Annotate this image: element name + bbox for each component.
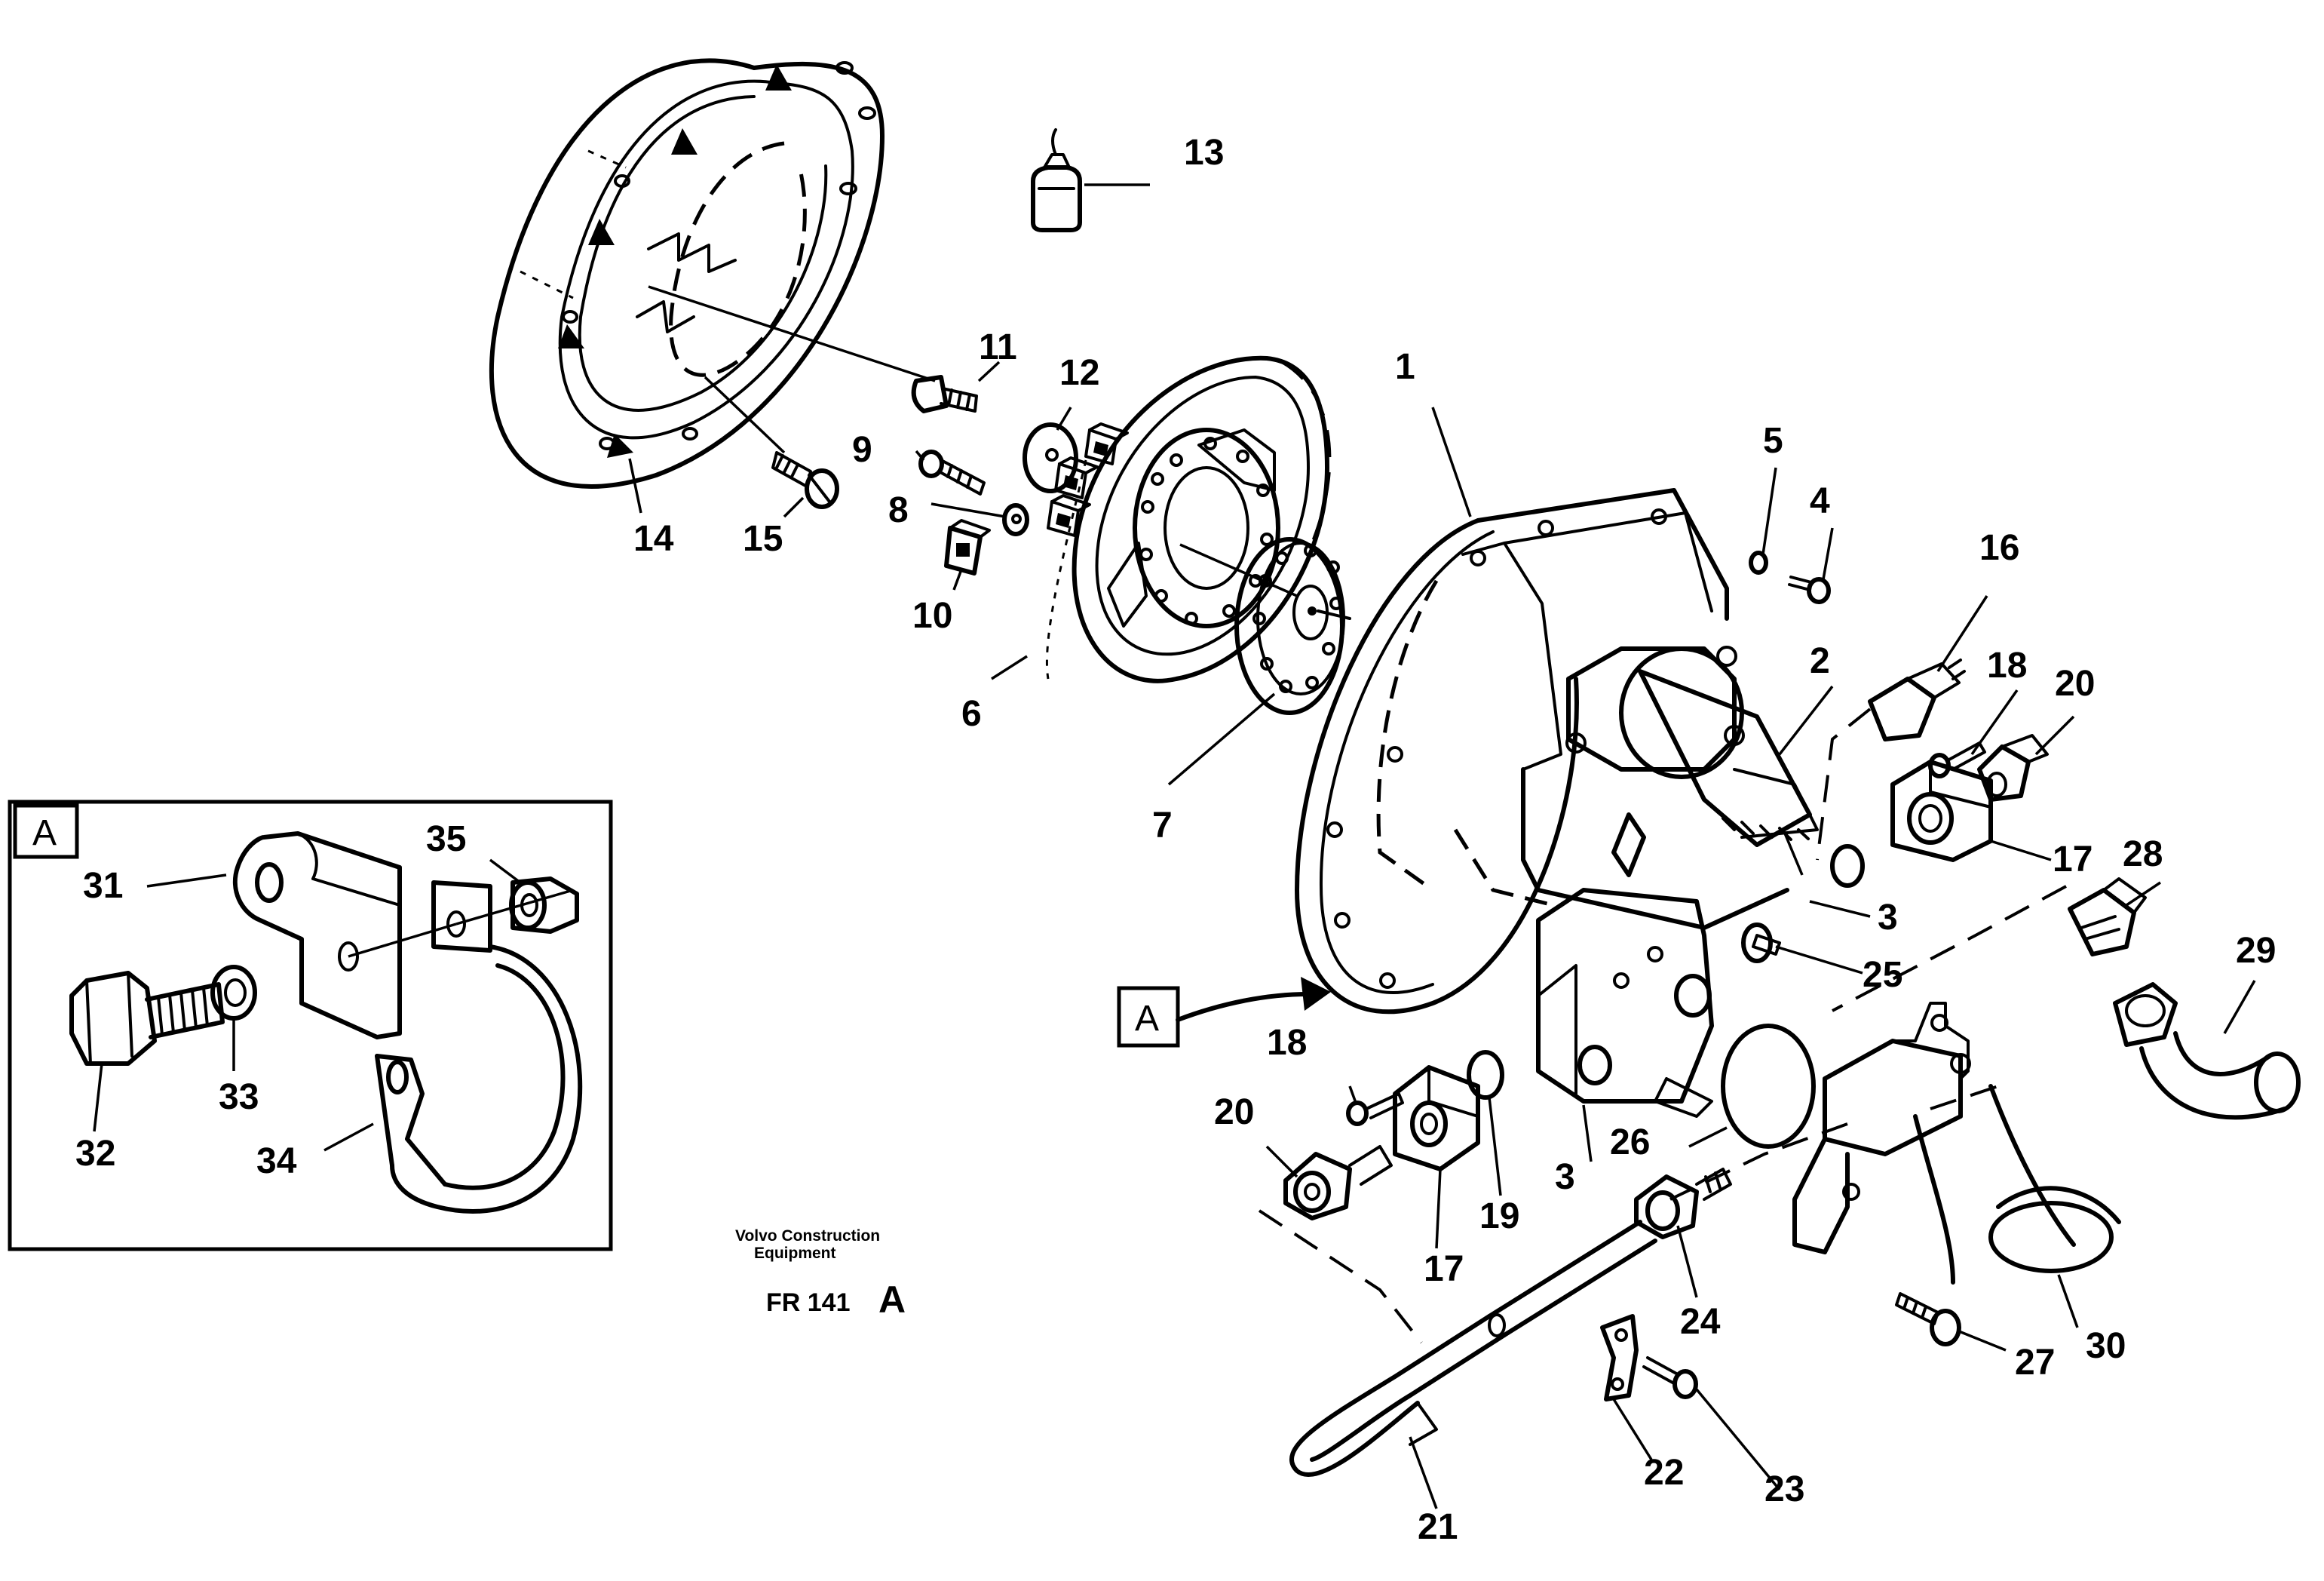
dash-line-20 bbox=[1258, 1209, 1423, 1344]
callout-3-lower: 3 bbox=[1555, 1157, 1575, 1197]
callout-20-lower: 20 bbox=[1214, 1092, 1254, 1132]
publisher-line-2: Equipment bbox=[754, 1245, 836, 1262]
callout-34: 34 bbox=[256, 1141, 297, 1181]
flange-17-lower-part bbox=[1393, 1065, 1480, 1171]
adapter-28-part bbox=[2068, 877, 2147, 956]
callout-18-upper: 18 bbox=[1987, 646, 2027, 686]
flex-plate-part bbox=[1045, 355, 1332, 683]
figure-suffix: A bbox=[878, 1279, 906, 1321]
callout-35: 35 bbox=[426, 819, 466, 859]
publisher-line-1: Volvo Construction bbox=[735, 1227, 880, 1245]
bolt-11-part bbox=[911, 375, 978, 413]
elbow-hose-29-part bbox=[2113, 982, 2301, 1120]
callout-32: 32 bbox=[75, 1134, 115, 1174]
hub-part bbox=[1234, 537, 1351, 715]
washer-33-part bbox=[210, 965, 257, 1021]
hose-21-part bbox=[1289, 1220, 1657, 1477]
callout-12: 12 bbox=[1059, 353, 1099, 393]
callout-4: 4 bbox=[1810, 481, 1830, 521]
callout-24: 24 bbox=[1680, 1302, 1721, 1342]
callout-19: 19 bbox=[1479, 1196, 1519, 1236]
callout-labels: 1 2 3 3 4 5 6 7 8 9 10 11 12 13 14 15 16… bbox=[75, 133, 2276, 1547]
callout-29: 29 bbox=[2236, 931, 2276, 971]
washer-5-part bbox=[1749, 551, 1768, 575]
view-marker-letter: A bbox=[1135, 999, 1159, 1039]
locking-fluid-bottle-part bbox=[1031, 128, 1082, 232]
washer-8-part bbox=[1002, 503, 1029, 536]
callout-10: 10 bbox=[912, 596, 952, 636]
detail-inset-a bbox=[8, 800, 613, 1251]
clamp-34-part bbox=[375, 944, 583, 1214]
callout-16: 16 bbox=[1979, 528, 2019, 568]
bracket-30-part bbox=[1792, 1002, 2121, 1285]
callout-33: 33 bbox=[219, 1077, 259, 1117]
bolt-4-part bbox=[1788, 576, 1831, 604]
union-20-lower-part bbox=[1283, 1145, 1393, 1220]
dash-line-28 bbox=[1832, 885, 2067, 1012]
dash-line-24 bbox=[1669, 1122, 1848, 1201]
lock-plate-10-part bbox=[944, 519, 991, 576]
fitting-16-part bbox=[1868, 658, 1966, 741]
callout-7: 7 bbox=[1152, 806, 1173, 846]
callout-30: 30 bbox=[2086, 1326, 2126, 1366]
axis-line-11 bbox=[648, 285, 936, 382]
view-marker-a bbox=[1117, 977, 1331, 1048]
detail-box-letter: A bbox=[32, 813, 57, 853]
nut-35-part bbox=[431, 876, 579, 953]
callout-3-upper: 3 bbox=[1878, 898, 1898, 938]
callout-15: 15 bbox=[743, 519, 783, 559]
callout-2: 2 bbox=[1810, 641, 1830, 681]
callout-31: 31 bbox=[83, 866, 123, 906]
washer-12-part bbox=[1022, 422, 1078, 493]
callout-8: 8 bbox=[888, 490, 909, 530]
union-24-part bbox=[1634, 1168, 1732, 1239]
callout-17-lower: 17 bbox=[1424, 1249, 1464, 1289]
callout-6: 6 bbox=[961, 694, 982, 734]
o-ring-26-part bbox=[1721, 1024, 1816, 1149]
transmission-housing-part bbox=[1295, 488, 1819, 1118]
bolt-18-lower-part bbox=[1346, 1092, 1404, 1126]
leader-lines bbox=[628, 183, 2256, 1509]
callout-5: 5 bbox=[1763, 421, 1783, 461]
callout-23: 23 bbox=[1764, 1469, 1804, 1509]
callout-21: 21 bbox=[1418, 1507, 1458, 1547]
bolt-15-part bbox=[771, 451, 839, 509]
callout-22: 22 bbox=[1644, 1453, 1684, 1493]
callout-11: 11 bbox=[979, 327, 1017, 367]
callout-25: 25 bbox=[1863, 955, 1902, 995]
callout-13: 13 bbox=[1184, 133, 1224, 173]
bolt-25-part bbox=[1752, 934, 1781, 956]
bolt-23-part bbox=[1642, 1356, 1698, 1399]
axis-line-15 bbox=[704, 376, 786, 454]
callout-18-lower: 18 bbox=[1267, 1023, 1307, 1063]
o-ring-3-upper-part bbox=[1830, 844, 1865, 888]
callout-28: 28 bbox=[2123, 834, 2163, 874]
callout-1: 1 bbox=[1395, 347, 1415, 387]
callout-17-upper: 17 bbox=[2053, 840, 2093, 880]
flywheel-housing-part bbox=[489, 58, 885, 489]
bracket-31-part bbox=[232, 831, 402, 1039]
callout-27: 27 bbox=[2015, 1343, 2055, 1383]
bolt-32-part bbox=[69, 971, 225, 1066]
figure-code: FR 141 bbox=[766, 1288, 851, 1317]
bolt-9-part bbox=[918, 450, 986, 496]
o-ring-19-part bbox=[1467, 1050, 1504, 1100]
bolt-27-part bbox=[1895, 1292, 1961, 1346]
callout-26: 26 bbox=[1610, 1122, 1650, 1162]
dash-line-30 bbox=[1930, 1085, 1999, 1110]
callout-20-upper: 20 bbox=[2055, 664, 2095, 704]
callout-9: 9 bbox=[852, 430, 872, 470]
clamp-22-part bbox=[1600, 1314, 1639, 1401]
dash-line-16 bbox=[1816, 708, 1872, 861]
axis-line-hub bbox=[1179, 543, 1298, 597]
callout-14: 14 bbox=[633, 519, 674, 559]
